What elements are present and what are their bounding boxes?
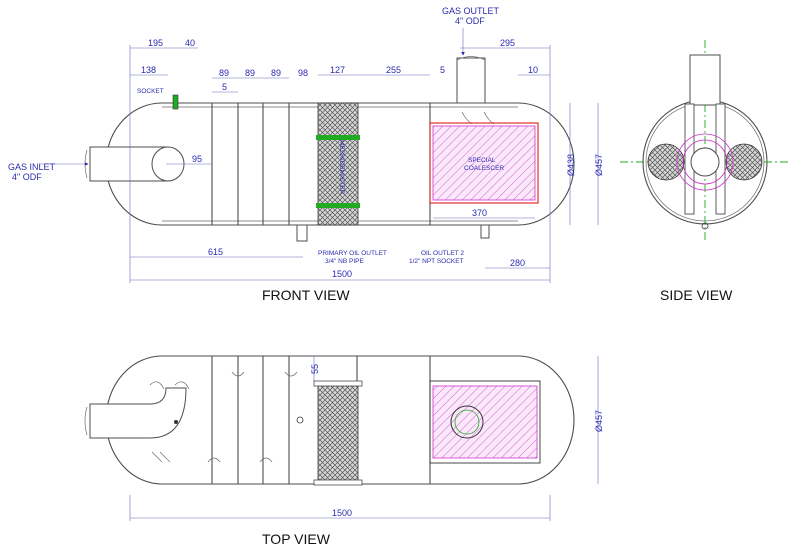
svg-text:89: 89 — [271, 68, 281, 78]
front-vessel-shell — [105, 102, 575, 226]
svg-text:295: 295 — [500, 38, 515, 48]
top-mesh-demister — [317, 382, 359, 484]
top-view-title: TOP VIEW — [262, 531, 331, 547]
svg-text:95: 95 — [192, 154, 202, 164]
svg-text:Ø457: Ø457 — [594, 154, 604, 176]
special-coalescer — [432, 125, 536, 201]
svg-text:370: 370 — [472, 208, 487, 218]
svg-text:98: 98 — [298, 68, 308, 78]
primary-oil-outlet — [296, 224, 308, 242]
oil-outlet-2 — [480, 224, 490, 239]
oil-outlet-2-label: OIL OUTLET 2 — [421, 250, 464, 257]
top-coalescer — [432, 385, 538, 459]
svg-text:SPECIAL: SPECIAL — [468, 157, 496, 164]
svg-text:4" ODF: 4" ODF — [455, 16, 485, 26]
mesh-label: MESH/DEMISTER — [338, 140, 345, 194]
svg-text:280: 280 — [510, 258, 525, 268]
svg-text:10: 10 — [528, 65, 538, 75]
svg-text:5: 5 — [440, 65, 445, 75]
gas-outlet-label: GAS OUTLET — [442, 6, 500, 16]
svg-text:40: 40 — [185, 38, 195, 48]
side-outlet-pipe — [689, 54, 721, 106]
svg-text:Ø438: Ø438 — [566, 154, 576, 176]
socket-label: SOCKET — [137, 88, 164, 95]
svg-text:4" ODF: 4" ODF — [12, 172, 42, 182]
svg-text:1500: 1500 — [332, 269, 352, 279]
svg-text:1500: 1500 — [332, 508, 352, 518]
top-inlet-elbow — [89, 387, 187, 439]
svg-text:138: 138 — [141, 65, 156, 75]
svg-text:5: 5 — [222, 82, 227, 92]
svg-text:COALESCER: COALESCER — [464, 165, 504, 172]
front-view: MESH/DEMISTER SPECIAL COALESCER — [8, 6, 604, 303]
socket — [172, 94, 179, 110]
side-view-title: SIDE VIEW — [660, 287, 733, 303]
svg-text:89: 89 — [219, 68, 229, 78]
side-view: SIDE VIEW — [620, 40, 790, 303]
front-view-title: FRONT VIEW — [262, 287, 350, 303]
svg-text:195: 195 — [148, 38, 163, 48]
top-view: 55 1500 Ø457 TOP VIEW — [84, 355, 604, 547]
gas-outlet-pipe — [456, 57, 486, 104]
svg-text:89: 89 — [245, 68, 255, 78]
top-vessel-shell — [105, 355, 575, 485]
svg-text:Ø457: Ø457 — [594, 410, 604, 432]
svg-text:255: 255 — [386, 65, 401, 75]
svg-text:1/2" NPT SOCKET: 1/2" NPT SOCKET — [409, 258, 464, 265]
coalescer-frame — [429, 122, 539, 204]
svg-text:127: 127 — [330, 65, 345, 75]
primary-outlet-label: PRIMARY OIL OUTLET — [318, 250, 387, 257]
svg-text:55: 55 — [310, 364, 320, 374]
gas-inlet-label: GAS INLET — [8, 162, 56, 172]
front-dimensions — [40, 28, 599, 283]
svg-text:615: 615 — [208, 247, 223, 257]
svg-text:3/4" NB PIPE: 3/4" NB PIPE — [325, 258, 364, 265]
